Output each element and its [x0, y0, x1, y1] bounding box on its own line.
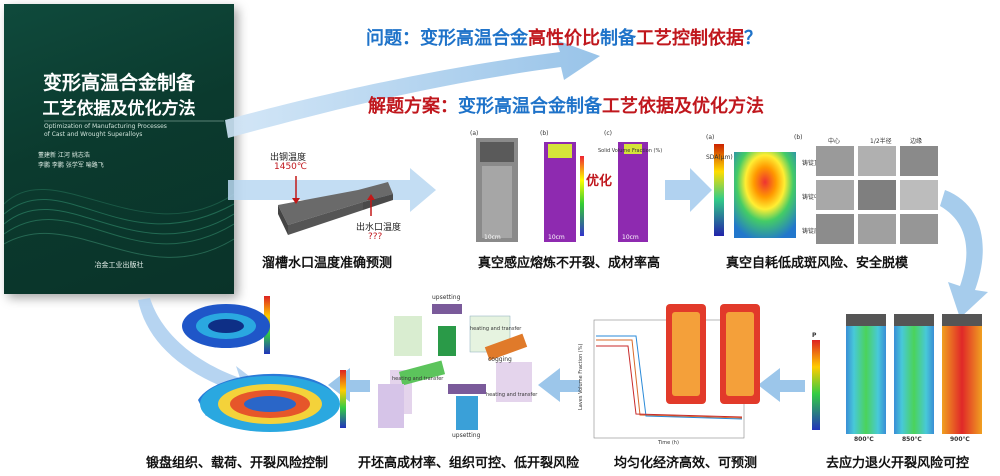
book-wave-decoration	[4, 120, 234, 258]
vim-figure: (a) (b) (c) 10cm 10cm 10cm Solid Volume …	[468, 128, 678, 248]
forging-disk-models	[182, 296, 346, 432]
var-micrograph-grid	[816, 146, 938, 244]
solution-red-part: 工艺依据及优化方法	[602, 96, 764, 117]
cogging-step-heating-3: heating and transfer	[486, 392, 538, 398]
homogenize-chart-and-maps	[593, 304, 760, 439]
annealing-ingot-maps	[846, 314, 982, 434]
book-title-line2: 工艺依据及优化方法	[42, 99, 196, 119]
tundish-figure: 出钢温度 1450℃ 出水口温度 ???	[268, 150, 408, 250]
tundish-caption: 溜槽水口温度准确预测	[262, 256, 393, 271]
tundish-model-image	[278, 176, 393, 235]
var-row-mid: 铸锭中部	[802, 194, 827, 201]
annealing-temp-900: 900℃	[950, 436, 970, 443]
var-col-half: 1/2半径	[870, 138, 892, 145]
book-cover: 变形高温合金制备 工艺依据及优化方法 Optimization of Manuf…	[4, 4, 234, 294]
solution-blue-part: 变形高温合金制备	[458, 96, 602, 117]
vim-label-b: (b)	[540, 130, 549, 137]
book-subtitle-line2: of Cast and Wrought Superalloys	[44, 131, 143, 138]
problem-highlight1: 高性价比	[528, 28, 600, 49]
vim-scale-c: 10cm	[622, 234, 639, 241]
arrow-right-down	[940, 190, 988, 318]
annealing-colorbar	[812, 340, 820, 430]
tundish-label-out: 出钢温度	[270, 153, 307, 163]
solution-prefix: 解题方案：	[368, 96, 458, 117]
var-row-bottom: 铸锭底部	[802, 228, 827, 235]
book-authors-line1: 董建新 江河 姚志浩	[38, 152, 90, 159]
arrow-row1-1	[228, 168, 436, 212]
tundish-label-out-value: 1450℃	[274, 162, 308, 172]
annealing-legend-title: P	[812, 332, 817, 339]
headline-problem: 问题：变形高温合金高性价比制备工艺控制依据？	[366, 24, 762, 50]
book-subtitle-line1: Optimization of Manufacturing Processes	[44, 123, 167, 130]
forging-caption: 锻盘组织、载荷、开裂风险控制	[146, 456, 329, 471]
arrow-book-down	[138, 298, 262, 404]
cogging-caption: 开坯高成材率、组织可控、低开裂风险	[358, 456, 580, 471]
forging-figure	[178, 288, 358, 446]
vim-scale-a: 10cm	[484, 234, 501, 241]
var-figure: (a) (b) SDA(μm) 中心 1/2半径 边缘 铸锭顶部 铸锭中部 铸锭…	[706, 134, 938, 248]
arrow-row1-2	[665, 168, 712, 212]
vim-label-a: (a)	[470, 130, 479, 137]
annealing-figure: P 800℃ 850℃ 900℃	[810, 314, 990, 448]
homogenize-figure: Laves Volume Fraction (%) Time (h)	[578, 300, 764, 448]
annealing-temp-800: 800℃	[854, 436, 874, 443]
vim-ingot-images	[476, 138, 648, 242]
var-col-center: 中心	[828, 138, 841, 145]
homogenize-x-axis: Time (h)	[658, 440, 679, 446]
book-title-line1: 变形高温合金制备	[42, 72, 195, 94]
vim-optimize-label: 优化	[586, 174, 613, 189]
book-publisher: 冶金工业出版社	[94, 261, 144, 269]
var-sda-label: SDA(μm)	[706, 154, 733, 161]
homogenize-caption: 均匀化经济高效、可预测	[614, 456, 758, 471]
problem-middle: 制备	[600, 28, 636, 49]
arrow-row2-2	[538, 368, 580, 402]
tundish-label-in-value: ???	[368, 232, 383, 242]
tundish-label-in: 出水口温度	[356, 223, 402, 233]
problem-prefix: 问题：变形高温合金	[366, 28, 528, 49]
arrow-row2-3	[328, 368, 370, 402]
vim-caption: 真空感应熔炼不开裂、成材率高	[478, 256, 661, 271]
var-sda-map	[714, 144, 796, 238]
var-label-a: (a)	[706, 134, 715, 141]
cogging-step-heating-2: heating and transfer	[392, 376, 444, 382]
var-col-edge: 边缘	[910, 138, 923, 145]
vim-legend-title: Solid Volume Fraction (%)	[598, 148, 663, 154]
problem-suffix: ？	[744, 28, 762, 49]
arrow-row2-1	[758, 368, 805, 402]
problem-highlight2: 工艺控制依据	[636, 28, 744, 49]
arrow-to-problem	[225, 40, 600, 138]
book-authors-line2: 李鹏 李鹏 张学军 喻路飞	[38, 162, 104, 169]
vim-label-c: (c)	[604, 130, 612, 137]
cogging-step-heating-1: heating and transfer	[470, 326, 522, 332]
var-caption: 真空自耗低成斑风险、安全脱模	[726, 256, 909, 271]
homogenize-y-axis: Laves Volume Fraction (%)	[578, 343, 584, 410]
var-row-top: 铸锭顶部	[802, 160, 827, 167]
cogging-step-upsetting-bottom: upsetting	[452, 432, 481, 439]
annealing-temp-850: 850℃	[902, 436, 922, 443]
cogging-figure: upsetting heating and transfer cogging h…	[376, 292, 552, 444]
cogging-process-diagram	[378, 304, 532, 430]
annealing-caption: 去应力退火开裂风险可控	[826, 456, 970, 471]
vim-scale-b: 10cm	[548, 234, 565, 241]
var-label-b: (b)	[794, 134, 803, 141]
headline-solution: 解题方案：变形高温合金制备工艺依据及优化方法	[368, 92, 764, 118]
cogging-step-upsetting-top: upsetting	[432, 294, 461, 301]
cogging-step-cogging: cogging	[488, 356, 512, 363]
